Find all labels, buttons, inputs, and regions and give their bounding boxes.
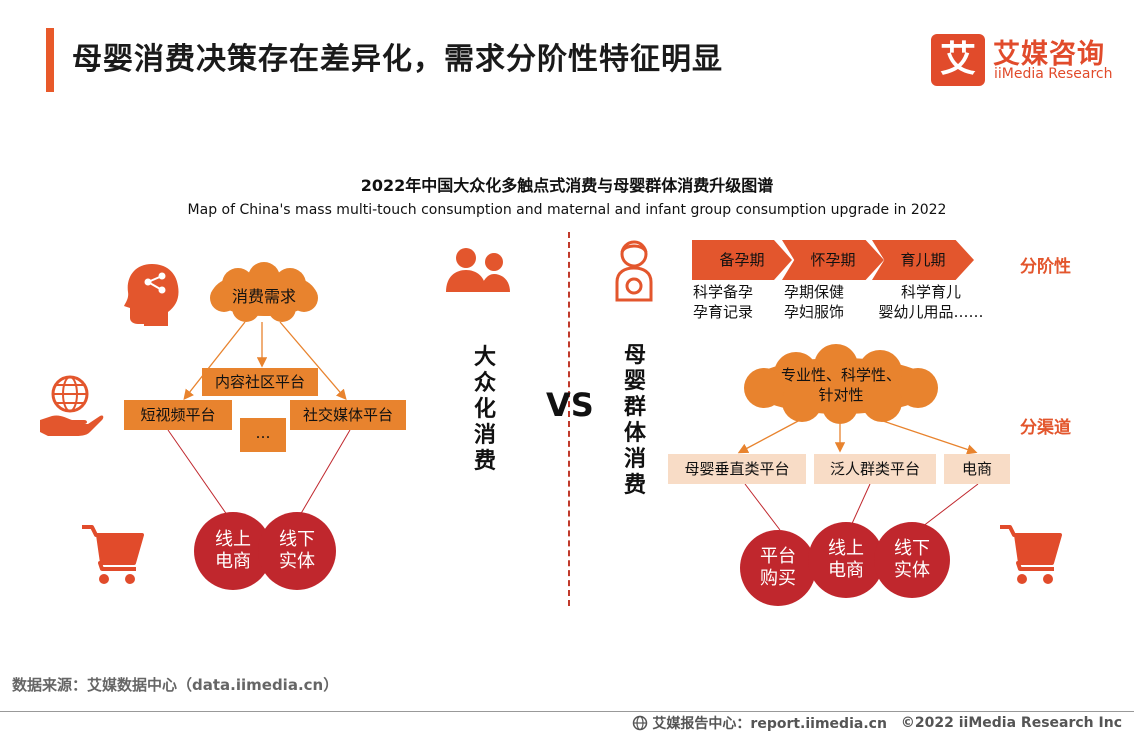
line-general-online <box>849 483 871 529</box>
demand-cloud-label: 消费需求 <box>231 287 296 306</box>
page-title: 母婴消费决策存在差异化，需求分阶性特征明显 <box>72 42 723 77</box>
stage-side-label: 分阶性 <box>1020 257 1071 277</box>
platform-purchase-circle: 平台购买 <box>740 530 816 606</box>
logo-mark: 艾 <box>931 34 985 86</box>
arrow-to-short-video <box>183 321 246 401</box>
short-video-platform: 短视频平台 <box>124 400 232 430</box>
line-ecommerce-offline <box>917 483 979 531</box>
right-offline-store-circle: 线下实体 <box>874 522 950 598</box>
channel-vertical-platform: 母婴垂直类平台 <box>668 454 806 484</box>
arrow-to-ecommerce <box>879 419 978 455</box>
stage-chevron-preconception: 备孕期 <box>692 240 792 280</box>
footer-credits: 艾媒报告中心：report.iimedia.cn ©2022 iiMedia R… <box>632 713 1122 733</box>
offline-store-circle: 线下实体 <box>258 512 336 590</box>
traits-cloud-shape <box>744 344 938 424</box>
stage-label-pregnancy: 怀孕期 <box>810 251 856 269</box>
vs-label: VS <box>546 386 594 424</box>
line-short-video-online <box>167 429 233 523</box>
chart-title: 2022年中国大众化多触点式消费与母婴群体消费升级图谱 <box>360 176 774 195</box>
channel-side-label: 分渠道 <box>1020 418 1071 438</box>
copyright: ©2022 iiMedia Research Inc <box>900 715 1122 731</box>
channel-ecommerce: 电商 <box>944 454 1010 484</box>
social-media-platform: 社交媒体平台 <box>290 400 406 430</box>
stage-detail-pregnancy: 孕期保健 孕妇服饰 <box>783 283 844 321</box>
right-online-ecommerce-circle: 线上电商 <box>808 522 884 598</box>
arrow-to-vertical <box>737 419 801 454</box>
globe-icon <box>633 715 648 731</box>
title-accent-bar <box>46 28 54 92</box>
content-community-platform: 内容社区平台 <box>202 368 318 396</box>
globe-hand-icon <box>40 375 104 436</box>
report-center-link[interactable]: 艾媒报告中心：report.iimedia.cn <box>652 716 887 732</box>
brand-logo: 艾 艾媒咨询 iiMedia Research <box>931 34 1121 86</box>
logo-text-en: iiMedia Research <box>994 66 1113 82</box>
more-platforms: … <box>240 418 286 452</box>
right-category-label: 母婴群体消费 <box>623 343 646 498</box>
channel-general-platform: 泛人群类平台 <box>814 454 936 484</box>
data-source: 数据来源：艾媒数据中心（data.iimedia.cn） <box>12 676 339 694</box>
shopping-cart-icon-right <box>1000 525 1062 584</box>
stage-detail-parenting: 科学育儿 婴幼儿用品…… <box>878 283 984 321</box>
center-divider <box>568 232 570 606</box>
line-social-offline <box>295 429 351 523</box>
arrow-to-social <box>279 321 347 400</box>
head-share-icon <box>124 264 179 326</box>
stage-detail-preconception: 科学备孕 孕育记录 <box>692 283 753 321</box>
people-icon <box>446 248 510 292</box>
mother-icon <box>615 240 653 302</box>
traits-cloud-label: 专业性、科学性、 针对性 <box>780 366 901 404</box>
stage-chevron-parenting: 育儿期 <box>872 240 974 280</box>
logo-text-cn: 艾媒咨询 <box>993 39 1105 70</box>
stage-chevron-pregnancy: 怀孕期 <box>782 240 884 280</box>
stage-label-parenting: 育儿期 <box>900 251 946 269</box>
chart-subtitle: Map of China's mass multi-touch consumpt… <box>187 202 947 218</box>
left-category-label: 大众化消费 <box>473 345 496 474</box>
footer-divider <box>0 711 1134 712</box>
stage-label-preconception: 备孕期 <box>719 251 765 269</box>
line-vertical-platform <box>744 483 781 531</box>
shopping-cart-icon <box>82 525 144 584</box>
demand-cloud-shape <box>210 262 318 322</box>
